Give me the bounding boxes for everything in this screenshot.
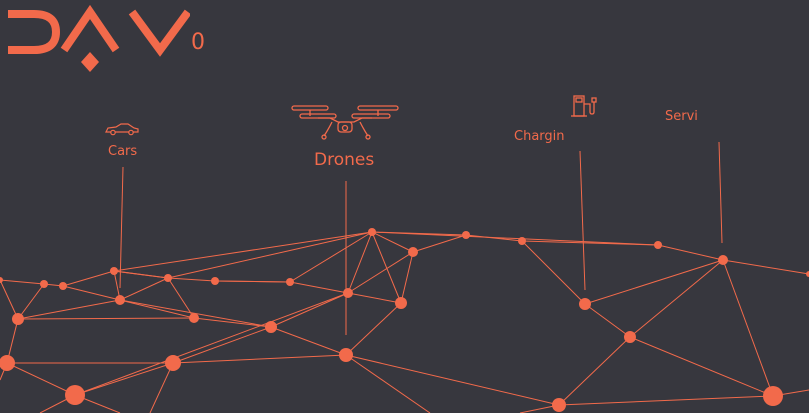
network-edge: [629, 336, 774, 397]
network-node: [189, 313, 199, 323]
network-edge: [371, 231, 414, 253]
network-edge: [400, 251, 414, 304]
network-node: [164, 274, 172, 282]
network-edge: [0, 279, 45, 285]
network-node: [462, 231, 470, 239]
network-edge: [722, 259, 809, 275]
category-label-services: Servi: [665, 109, 698, 124]
network-node: [165, 355, 181, 371]
network-node: [624, 331, 636, 343]
network-edge: [289, 281, 349, 294]
network-edge: [345, 302, 402, 356]
network-node: [518, 237, 526, 245]
network-node: [339, 348, 353, 362]
network-edge: [119, 277, 169, 301]
network-node: [12, 313, 24, 325]
network-edge: [113, 231, 373, 272]
network-node: [59, 282, 67, 290]
category-connector-line: [119, 166, 124, 289]
network-node: [368, 228, 376, 236]
network-edge: [0, 279, 19, 320]
network-edge: [345, 354, 560, 406]
network-edge: [722, 259, 774, 397]
category-label-charging: Chargin: [514, 129, 565, 144]
network-edge: [270, 292, 349, 328]
network-node: [286, 278, 294, 286]
network-edge: [62, 285, 121, 301]
network-node: [806, 271, 809, 277]
network-edge: [371, 231, 402, 304]
drone-icon: [291, 105, 399, 140]
network-node: [115, 295, 125, 305]
network-edge: [119, 299, 195, 319]
network-node: [718, 255, 728, 265]
network-edge: [347, 292, 402, 304]
network-edge: [214, 280, 291, 283]
network-edge: [172, 354, 347, 364]
network-edge: [558, 395, 774, 406]
network-node: [579, 298, 591, 310]
network-edge: [74, 292, 349, 396]
logo-suffix: 0: [191, 30, 205, 55]
network-node: [211, 277, 219, 285]
network-edge: [584, 303, 631, 338]
category-connector-line: [718, 141, 723, 244]
network-edge: [289, 231, 373, 283]
network-edge: [270, 326, 347, 356]
network-node: [110, 267, 118, 275]
network-node: [654, 241, 662, 249]
network-edge: [167, 231, 373, 279]
network-node: [552, 398, 566, 412]
network-edge: [345, 354, 431, 413]
network-edge: [167, 277, 195, 319]
network-node: [395, 297, 407, 309]
network-edge: [558, 336, 631, 406]
network-edge: [371, 231, 659, 246]
network-node: [408, 247, 418, 257]
network-node: [0, 277, 3, 283]
category-label-cars: Cars: [108, 144, 138, 159]
network-edge: [167, 277, 216, 282]
network-node: [0, 355, 15, 371]
dav-logo: [8, 4, 190, 72]
network-edge: [657, 244, 724, 261]
network-edge: [17, 283, 45, 320]
charging-station-icon: [571, 95, 597, 117]
network-edge: [149, 362, 174, 413]
network-edge: [17, 299, 121, 320]
network-edge: [584, 259, 724, 305]
network-edge: [17, 317, 195, 320]
network-edge: [62, 270, 115, 287]
network-edge: [521, 240, 586, 305]
car-icon: [105, 123, 139, 136]
category-connector-line: [579, 150, 586, 291]
network-edge: [629, 259, 724, 338]
network-node: [265, 321, 277, 333]
network-node: [65, 385, 85, 405]
network-edge: [347, 231, 373, 294]
category-label-drones: Drones: [314, 150, 375, 170]
network-edge: [347, 251, 414, 294]
network-edge: [74, 362, 174, 396]
network-node: [343, 288, 353, 298]
network-edge: [172, 326, 272, 364]
network-edge: [6, 362, 76, 396]
network-edge: [113, 270, 169, 279]
network-edge: [412, 234, 467, 253]
network-node: [40, 280, 48, 288]
network-node: [763, 386, 783, 406]
network-edge: [193, 317, 272, 328]
